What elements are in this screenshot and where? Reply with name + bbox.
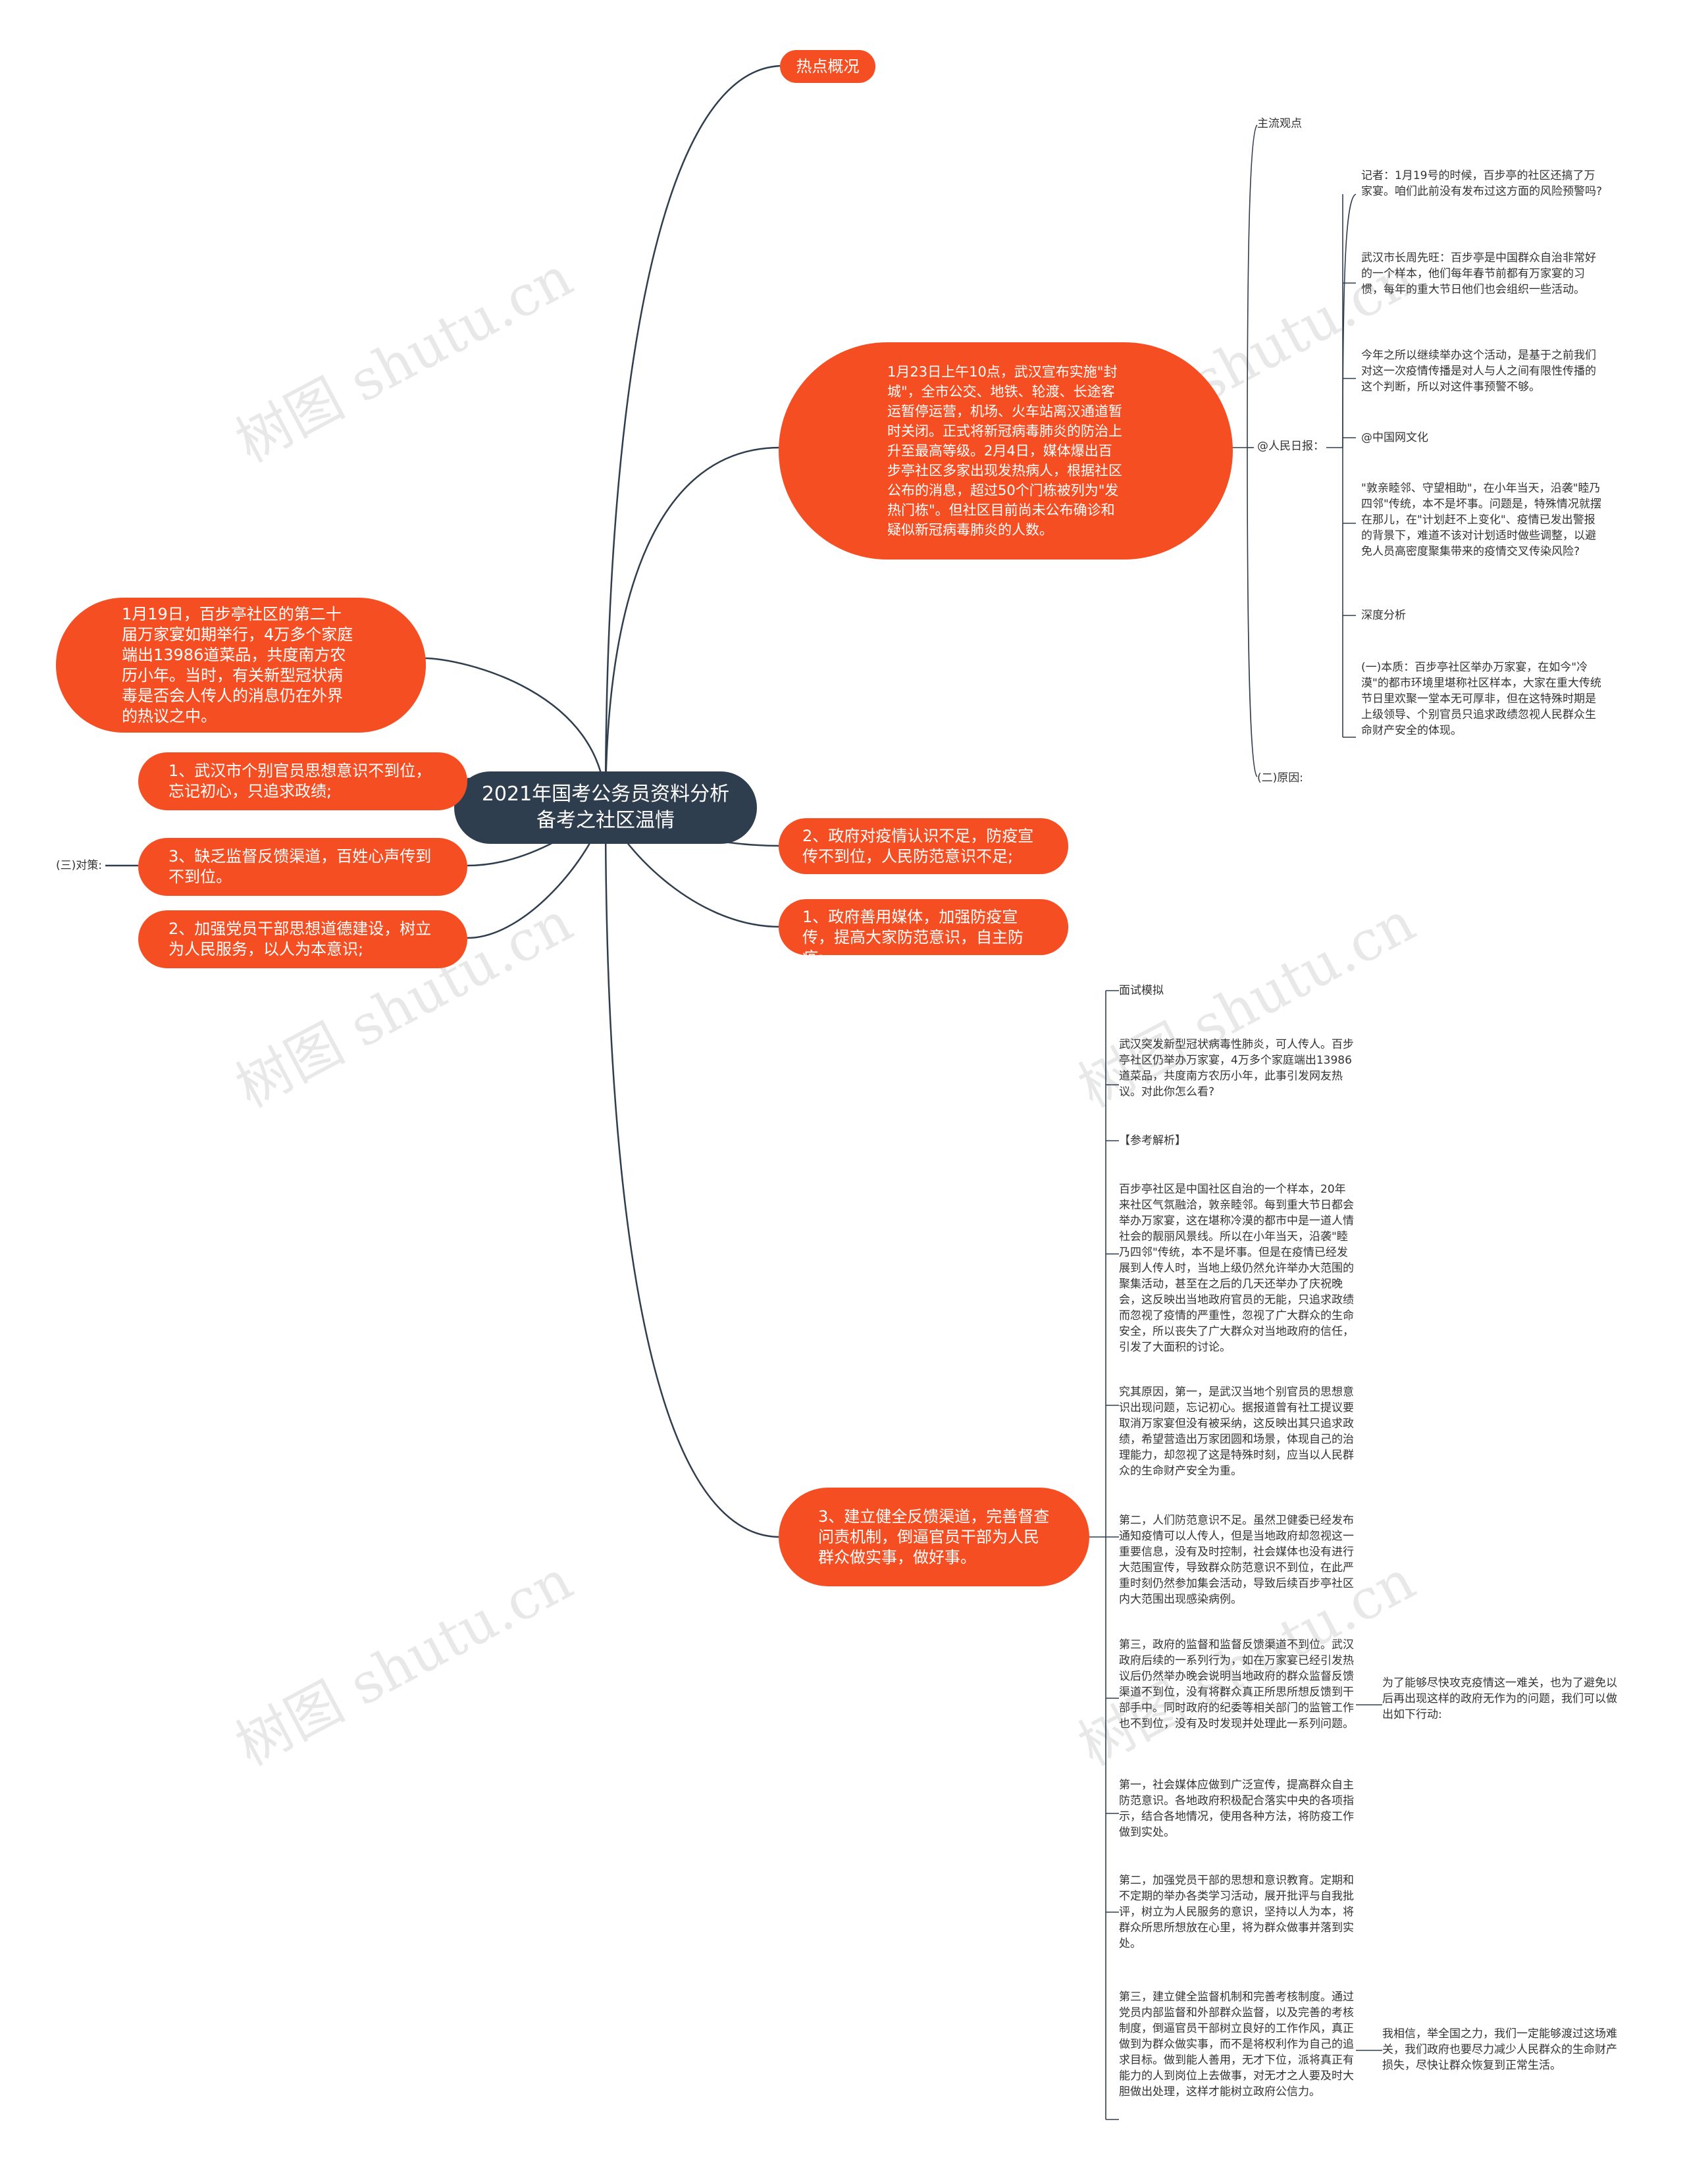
branch-label: 3、缺乏监督反馈渠道，百姓心声传到不到位。: [168, 847, 432, 886]
branch-label: 1、武汉市个别官员思想意识不到位，忘记初心，只追求政绩;: [168, 762, 432, 800]
note-interview[interactable]: 面试模拟: [1119, 984, 1164, 997]
note-paragraph-5[interactable]: 第一，社会媒体应做到广泛宣传，提高群众自主防范意识。各地政府积极配合落实中央的各…: [1119, 1779, 1354, 1839]
branch-label: 2、政府对疫情认识不足，防疫宣传不到位，人民防范意识不足;: [802, 827, 1034, 866]
branch-party-education[interactable]: 2、加强党员干部思想道德建设，树立为人民服务，以人为本意识;: [138, 910, 467, 968]
branch-government-awareness[interactable]: 2、政府对疫情认识不足，防疫宣传不到位，人民防范意识不足;: [779, 818, 1068, 874]
note-action[interactable]: 为了能够尽快攻克疫情这一难关，也为了避免以后再出现这样的政府无作为的问题，我们可…: [1382, 1677, 1617, 1721]
branch-hot-detail[interactable]: 1月23日上午10点，武汉宣布实施"封城"，全市公交、地铁、轮渡、长途客运暂停运…: [779, 342, 1233, 559]
note-reason-this-year[interactable]: 今年之所以继续举办这个活动，是基于之前我们对这一次疫情传播是对人与人之间有限性传…: [1361, 349, 1596, 394]
branch-wanjia-banquet[interactable]: 1月19日，百步亭社区的第二十届万家宴如期举行，4万多个家庭端出13986道菜品…: [56, 598, 426, 733]
branch-feedback-channel[interactable]: 3、建立健全反馈渠道，完善督查问责机制，倒逼官员干部为人民群众做实事，做好事。: [779, 1488, 1089, 1586]
branch-officials-ideology[interactable]: 1、武汉市个别官员思想意识不到位，忘记初心，只追求政绩;: [138, 752, 467, 810]
branch-use-media[interactable]: 1、政府善用媒体，加强防疫宣传，提高大家防范意识，自主防疫;: [779, 899, 1068, 967]
note-question[interactable]: 武汉突发新型冠状病毒性肺炎，可人传人。百步亭社区仍举办万家宴，4万多个家庭端出1…: [1119, 1038, 1354, 1099]
note-cause[interactable]: (二)原因:: [1257, 771, 1303, 785]
branch-supervision-lack[interactable]: 3、缺乏监督反馈渠道，百姓心声传到不到位。: [138, 838, 467, 896]
note-deep-analysis[interactable]: 深度分析: [1361, 609, 1406, 622]
note-paragraph-3[interactable]: 第二，人们防范意识不足。虽然卫健委已经发布通知疫情可以人传人，但是当地政府却忽视…: [1119, 1514, 1354, 1606]
note-reference[interactable]: 【参考解析】: [1119, 1134, 1186, 1147]
branch-label: 热点概况: [796, 57, 860, 76]
note-paragraph-1[interactable]: 百步亭社区是中国社区自治的一个样本，20年来社区气氛融洽，敦亲睦邻。每到重大节日…: [1119, 1183, 1354, 1354]
note-paragraph-4[interactable]: 第三，政府的监督和监督反馈渠道不到位。武汉政府后续的一系列行为，如在万家宴已经引…: [1119, 1638, 1354, 1730]
countermeasure-label[interactable]: (三)对策:: [56, 859, 102, 872]
note-paragraph-6[interactable]: 第二，加强党员干部的思想和意识教育。定期和不定期的举办各类学习活动，展开批评与自…: [1119, 1874, 1354, 1950]
note-reporter[interactable]: 记者：1月19号的时候，百步亭的社区还搞了万家宴。咱们此前没有发布过这方面的风险…: [1361, 169, 1603, 198]
note-mayor[interactable]: 武汉市长周先旺：百步亭是中国群众自治非常好的一个样本，他们每年春节前都有万家宴的…: [1361, 251, 1596, 296]
branch-hot-overview[interactable]: 热点概况: [780, 50, 875, 83]
note-paragraph-7[interactable]: 第三，建立健全监督机制和完善考核制度。通过党员内部监督和外部群众监督，以及完善的…: [1119, 1990, 1354, 2098]
note-belief[interactable]: 我相信，举全国之力，我们一定能够渡过这场难关，我们政府也要尽力减少人民群众的生命…: [1382, 2027, 1617, 2072]
branch-label: 1、政府善用媒体，加强防疫宣传，提高大家防范意识，自主防疫;: [802, 908, 1024, 967]
note-essence[interactable]: (一)本质：百步亭社区举办万家宴，在如今"冷漠"的都市环境里堪称社区样本，大家在…: [1361, 661, 1601, 737]
note-people-daily[interactable]: @人民日报：: [1257, 440, 1324, 453]
branch-label: 1月23日上午10点，武汉宣布实施"封城"，全市公交、地铁、轮渡、长途客运暂停运…: [887, 364, 1122, 538]
branch-label: 2、加强党员干部思想道德建设，树立为人民服务，以人为本意识;: [168, 920, 432, 958]
note-neighbor[interactable]: "敦亲睦邻、守望相助"，在小年当天，沿袭"睦乃四邻"传统，本不是坏事。问题是，特…: [1361, 482, 1601, 558]
note-paragraph-2[interactable]: 究其原因，第一，是武汉当地个别官员的思想意识出现问题，忘记初心。据报道曾有社工提…: [1119, 1386, 1354, 1478]
central-topic[interactable]: 2021年国考公务员资料分析备考之社区温情: [454, 771, 757, 844]
note-china-net[interactable]: @中国网文化: [1361, 431, 1428, 444]
branch-label: 3、建立健全反馈渠道，完善督查问责机制，倒逼官员干部为人民群众做实事，做好事。: [818, 1507, 1050, 1567]
note-main-view[interactable]: 主流观点: [1257, 117, 1302, 130]
branch-label: 1月19日，百步亭社区的第二十届万家宴如期举行，4万多个家庭端出13986道菜品…: [122, 604, 353, 725]
